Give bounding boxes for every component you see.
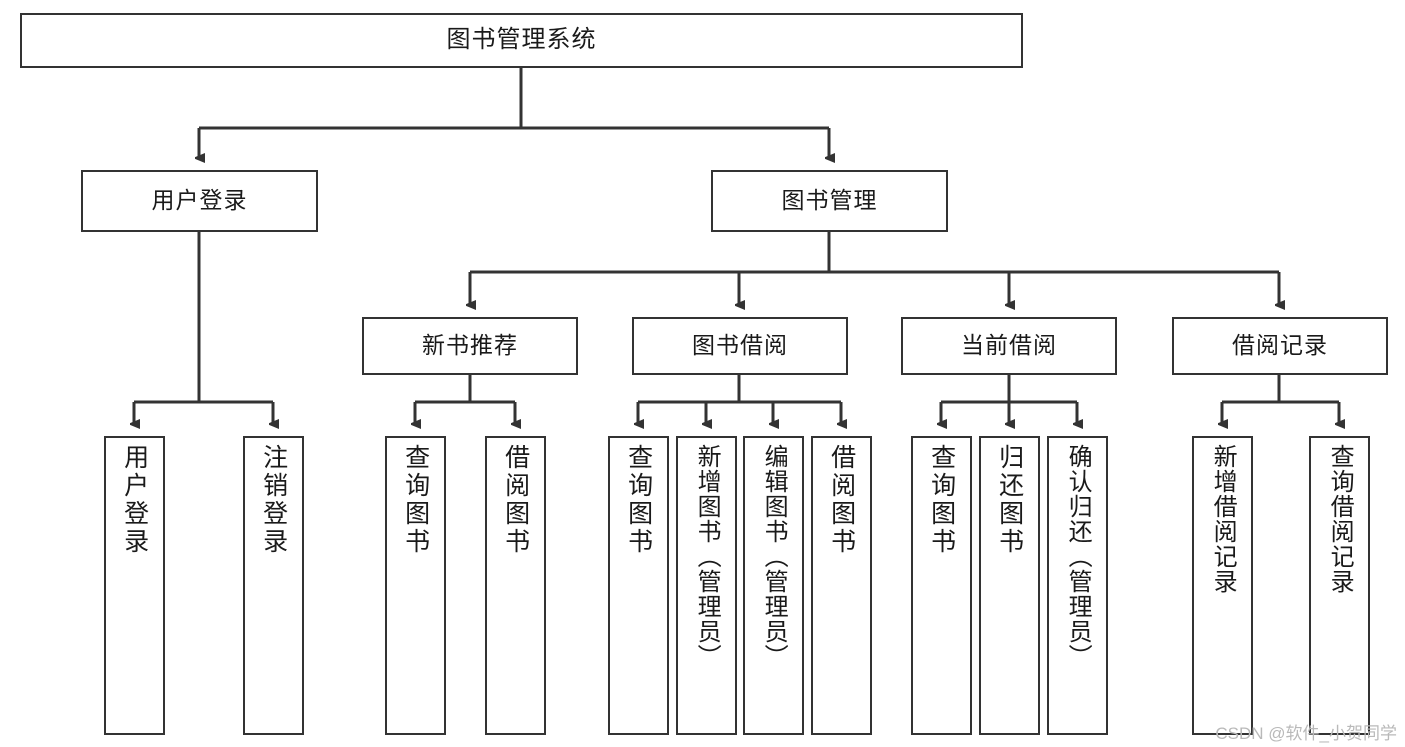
node-label: 查询借阅记录 bbox=[1326, 444, 1354, 594]
node-book-borrow[interactable]: 图书借阅 bbox=[632, 317, 848, 375]
node-new-book-recommend[interactable]: 新书推荐 bbox=[362, 317, 578, 375]
node-leaf-confirm-return-admin[interactable]: 确认归还（管理员） bbox=[1047, 436, 1108, 735]
csdn-watermark: CSDN @软件_小贺同学 bbox=[1215, 724, 1397, 743]
node-book-management[interactable]: 图书管理 bbox=[711, 170, 948, 232]
node-label: 查询图书 bbox=[401, 444, 430, 556]
node-leaf-query-book-recommend[interactable]: 查询图书 bbox=[385, 436, 446, 735]
node-leaf-borrow-book[interactable]: 借阅图书 bbox=[811, 436, 872, 735]
node-leaf-user-login[interactable]: 用户登录 bbox=[104, 436, 165, 735]
node-label: 编辑图书（管理员） bbox=[760, 444, 788, 669]
node-leaf-edit-book-admin[interactable]: 编辑图书（管理员） bbox=[743, 436, 804, 735]
node-label: 借阅图书 bbox=[827, 444, 856, 556]
node-label: 借阅图书 bbox=[501, 444, 530, 556]
node-leaf-add-borrow-record[interactable]: 新增借阅记录 bbox=[1192, 436, 1253, 735]
node-label: 新书推荐 bbox=[422, 332, 518, 359]
node-root-book-management-system[interactable]: 图书管理系统 bbox=[20, 13, 1023, 68]
node-leaf-add-book-admin[interactable]: 新增图书（管理员） bbox=[676, 436, 737, 735]
node-label: 归还图书 bbox=[995, 444, 1024, 556]
node-label: 图书借阅 bbox=[692, 332, 788, 359]
node-label: 注销登录 bbox=[259, 444, 288, 556]
node-leaf-logout[interactable]: 注销登录 bbox=[243, 436, 304, 735]
node-user-login[interactable]: 用户登录 bbox=[81, 170, 318, 232]
node-label: 新增图书（管理员） bbox=[693, 444, 721, 669]
node-label: 查询图书 bbox=[624, 444, 653, 556]
node-label: 图书管理 bbox=[781, 187, 878, 214]
node-borrow-record[interactable]: 借阅记录 bbox=[1172, 317, 1388, 375]
node-label: 查询图书 bbox=[927, 444, 956, 556]
node-label: 用户登录 bbox=[151, 187, 248, 214]
node-leaf-query-book-current[interactable]: 查询图书 bbox=[911, 436, 972, 735]
node-label: 图书管理系统 bbox=[446, 26, 597, 54]
node-label: 确认归还（管理员） bbox=[1064, 444, 1092, 669]
node-label: 当前借阅 bbox=[961, 332, 1057, 359]
node-leaf-return-book[interactable]: 归还图书 bbox=[979, 436, 1040, 735]
node-leaf-borrow-book-recommend[interactable]: 借阅图书 bbox=[485, 436, 546, 735]
node-label: 新增借阅记录 bbox=[1209, 444, 1237, 594]
node-label: 用户登录 bbox=[120, 444, 149, 556]
node-leaf-query-book-borrow[interactable]: 查询图书 bbox=[608, 436, 669, 735]
node-current-borrow[interactable]: 当前借阅 bbox=[901, 317, 1117, 375]
node-label: 借阅记录 bbox=[1232, 332, 1328, 359]
node-leaf-query-borrow-record[interactable]: 查询借阅记录 bbox=[1309, 436, 1370, 735]
